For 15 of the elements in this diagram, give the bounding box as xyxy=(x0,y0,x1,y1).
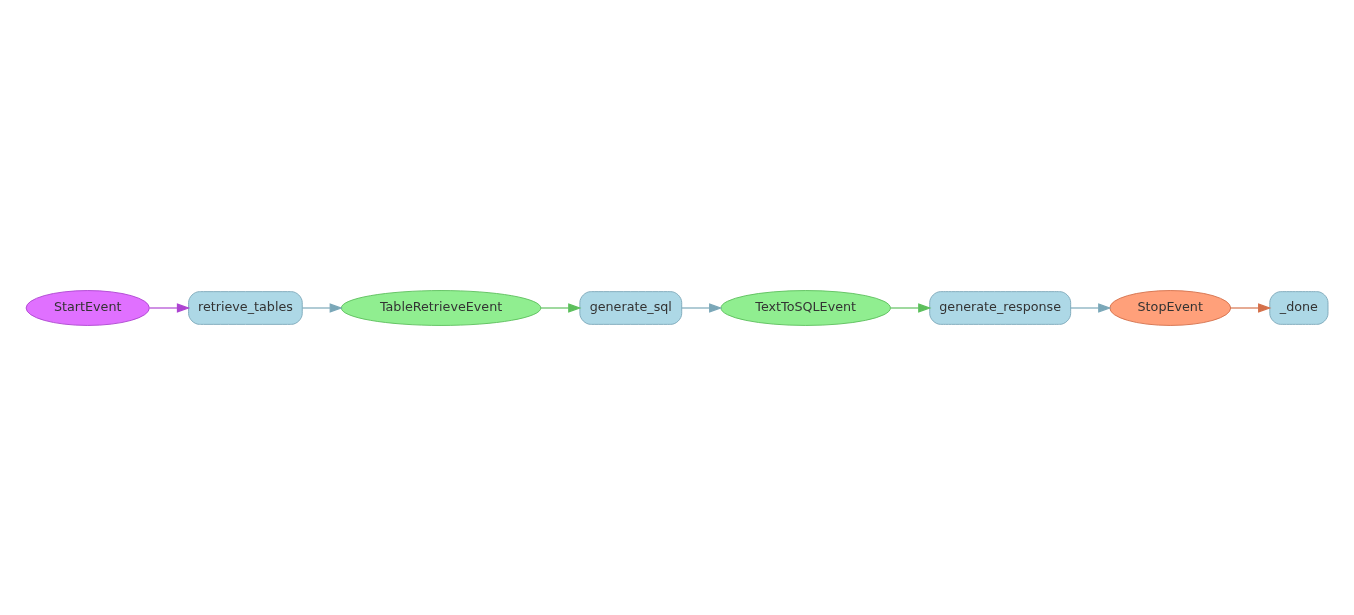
arrow xyxy=(681,302,723,313)
node-ellipse: TextToSQLEvent xyxy=(720,289,891,326)
node-box: _done xyxy=(1269,290,1329,325)
node-box: generate_sql xyxy=(579,290,683,325)
node-ellipse: TableRetrieveEvent xyxy=(340,289,542,326)
arrow xyxy=(540,302,582,313)
arrow xyxy=(1070,302,1112,313)
node-ellipse: StartEvent xyxy=(25,289,150,326)
arrow xyxy=(1230,302,1272,313)
arrow xyxy=(149,302,191,313)
node-box: generate_response xyxy=(929,290,1072,325)
arrow xyxy=(890,302,932,313)
node-ellipse: StopEvent xyxy=(1109,289,1232,326)
arrow xyxy=(301,302,343,313)
node-box: retrieve_tables xyxy=(188,290,303,325)
